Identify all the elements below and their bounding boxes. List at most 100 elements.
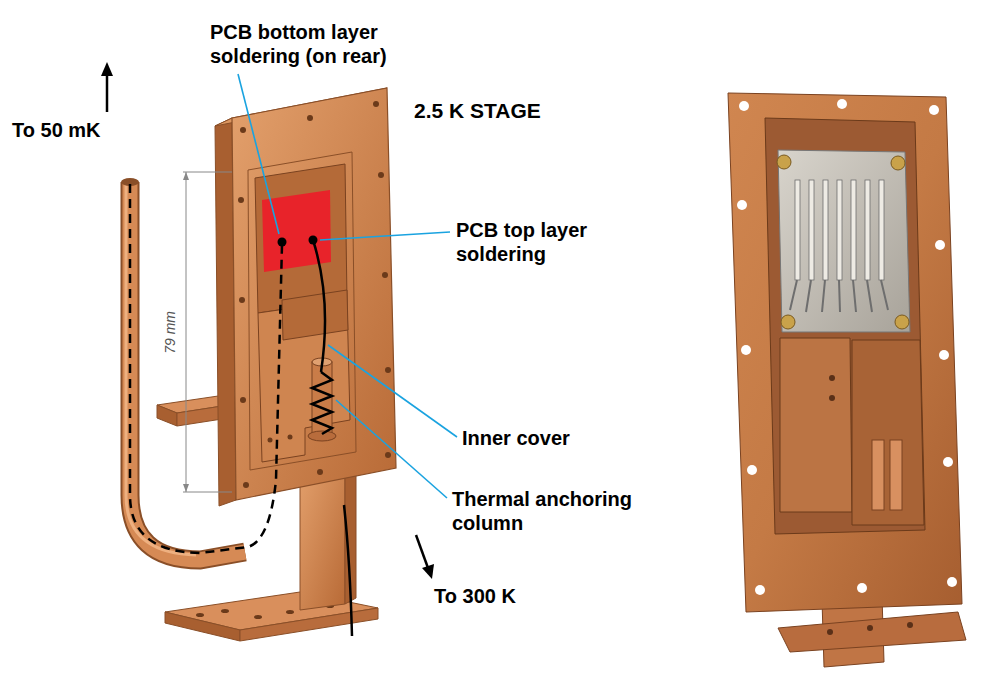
thermal-anchoring-column — [308, 431, 336, 441]
photo-plate — [737, 200, 747, 210]
inner-cover — [282, 290, 348, 340]
pcb-traces — [823, 180, 828, 280]
flow-label: To 50 mK — [12, 118, 101, 142]
photo-inner-cover — [780, 338, 924, 525]
stage-housing — [240, 397, 246, 403]
foot-plate — [286, 610, 294, 614]
photo-plate — [947, 577, 957, 587]
photo-plate — [943, 457, 953, 467]
photo-plate — [857, 583, 867, 593]
inner-cover — [288, 435, 293, 440]
pcb-traces — [777, 155, 909, 329]
dimension-line — [183, 492, 232, 493]
stage-label: 2.5 K STAGE — [414, 98, 541, 123]
hidden-wire — [130, 184, 282, 553]
photo-plate — [728, 93, 962, 612]
foot-plate — [240, 608, 378, 641]
dimension-line — [183, 172, 232, 492]
flow-arrow — [422, 564, 434, 579]
foot-plate — [165, 612, 240, 641]
photo-window — [765, 118, 925, 534]
photo-foot — [867, 625, 873, 631]
photo-inner-cover — [852, 340, 924, 525]
photo-inner-cover — [872, 440, 884, 510]
pcb-traces — [891, 156, 905, 170]
photo-plate — [935, 240, 945, 250]
stage-housing — [382, 272, 388, 278]
leader-line — [238, 74, 279, 234]
shelf-bracket — [157, 405, 177, 426]
stage-housing — [385, 452, 391, 458]
pcb-traces — [851, 180, 856, 280]
photo-plate — [837, 99, 847, 109]
photo-inner-cover — [829, 375, 835, 381]
stage-housing — [378, 172, 384, 178]
flow-label: To 300 K — [434, 584, 516, 608]
photo-inner-cover — [780, 338, 852, 512]
stage-housing — [238, 197, 244, 203]
stage-housing — [317, 469, 323, 475]
photo-plate — [929, 105, 939, 115]
foot-plate — [196, 613, 204, 617]
pcb-traces — [795, 180, 800, 280]
photo-plate — [741, 345, 751, 355]
leader-line — [336, 400, 447, 498]
pcb-solder-area — [262, 190, 331, 272]
dimension-line — [183, 172, 232, 173]
wire — [278, 236, 353, 637]
foot-plate — [221, 609, 229, 613]
wire — [344, 505, 352, 636]
thermal-anchoring-column — [312, 362, 332, 436]
stage-housing — [385, 367, 391, 373]
callout-label: Inner cover — [462, 426, 570, 450]
stage-housing — [215, 88, 396, 506]
stage-housing — [307, 115, 313, 121]
photo-window — [778, 150, 910, 332]
inner-cover — [268, 438, 273, 443]
leader-line — [328, 345, 457, 437]
stage-housing — [240, 127, 246, 133]
photo-foot — [907, 622, 913, 628]
pcb-traces — [790, 280, 888, 312]
photo-plate — [939, 350, 949, 360]
stage-housing — [248, 152, 356, 470]
photo-plate — [739, 101, 749, 111]
leader-line — [238, 74, 457, 498]
photo-plate — [728, 93, 962, 612]
photo-window — [765, 118, 925, 534]
pcb-solder-area — [262, 190, 331, 272]
flow-arrow — [106, 72, 109, 112]
callout-label: PCB bottom layer soldering (on rear) — [210, 20, 415, 68]
flow-arrow — [416, 535, 428, 568]
wire — [313, 240, 325, 372]
wire — [278, 238, 287, 247]
pcb-traces — [895, 315, 909, 329]
dimension-line — [183, 484, 189, 492]
photo-plate — [747, 465, 757, 475]
pcb-traces — [781, 315, 795, 329]
callout-label: PCB top layer soldering — [456, 218, 606, 266]
photo-foot — [827, 629, 833, 635]
wire — [309, 236, 318, 245]
photo-foot — [778, 612, 966, 652]
photo-plate — [755, 585, 765, 595]
pcb-traces — [879, 180, 884, 280]
pcb-traces — [809, 180, 814, 280]
photo-inner-cover — [890, 440, 902, 510]
hidden-wire — [130, 184, 282, 553]
leader-line — [320, 232, 450, 240]
flow-arrow — [101, 62, 434, 579]
flow-arrow — [101, 62, 113, 76]
stage-housing — [239, 297, 245, 303]
dimension-line — [183, 172, 189, 180]
callout-label: Thermal anchoring column — [452, 487, 657, 535]
foot-plate — [254, 615, 262, 619]
stage-housing — [373, 101, 379, 107]
inner-cover — [258, 290, 350, 462]
wire — [312, 372, 332, 434]
pcb-traces — [777, 155, 791, 169]
pcb-traces — [865, 180, 870, 280]
stage-housing — [243, 482, 249, 488]
pcb-traces — [837, 180, 842, 280]
